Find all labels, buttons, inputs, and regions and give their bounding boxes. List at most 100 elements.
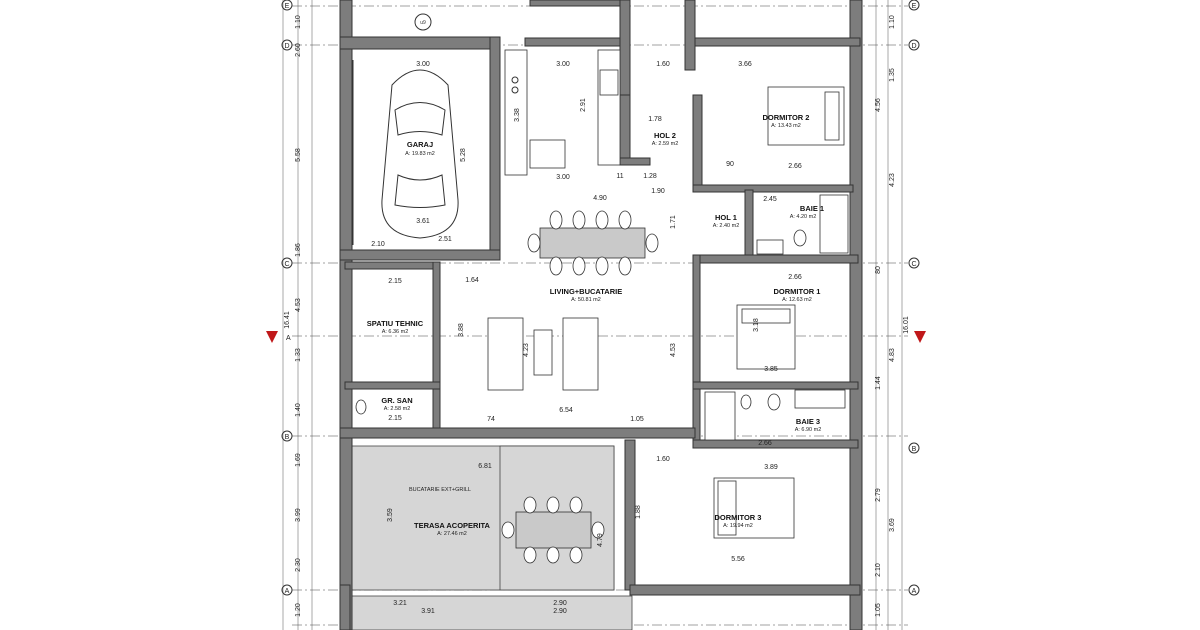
svg-text:5.56: 5.56 (731, 556, 745, 563)
room-area-baie1: A: 4.20 m2 (790, 214, 817, 220)
grid-bubble-right-d: D (911, 43, 916, 50)
car-outline (352, 60, 459, 245)
interior-dimensions: 3.00 3.00 3.66 3.00 4.90 1.90 2.45 3.61 … (371, 61, 802, 615)
svg-text:3.89: 3.89 (764, 464, 778, 471)
dim-right-9: 3.69 (889, 518, 896, 532)
svg-text:3.91: 3.91 (421, 608, 435, 615)
dining-set-terrace (501, 496, 605, 564)
dim-right-1: 1.10 (889, 15, 896, 29)
dim-left-9: 3.99 (295, 508, 302, 522)
dim-left-6: 1.33 (295, 348, 302, 362)
svg-text:2.15: 2.15 (388, 278, 402, 285)
grid-bubble-left-e: E (285, 3, 290, 10)
dim-left-2: 2.60 (295, 43, 302, 57)
room-area-baie3: A: 6.90 m2 (795, 427, 822, 433)
room-area-gr-san: A: 2.58 m2 (384, 406, 411, 412)
dim-right-3: 4.56 (875, 98, 882, 112)
svg-text:4.23: 4.23 (523, 343, 530, 357)
top-tag-circle (414, 13, 432, 31)
top-tag: u9 (420, 20, 426, 26)
dim-right-6: 4.83 (889, 348, 896, 362)
room-area-dormitor3: A: 19.94 m2 (723, 523, 753, 529)
room-label-terasa: TERASA ACOPERITA (414, 521, 491, 530)
grid-bubble-left-a: A (285, 588, 290, 595)
grid-bubble-left-b: B (285, 434, 290, 441)
svg-text:2.66: 2.66 (788, 274, 802, 281)
svg-text:4.79: 4.79 (597, 533, 604, 547)
svg-text:1.90: 1.90 (651, 188, 665, 195)
svg-text:4.90: 4.90 (593, 195, 607, 202)
svg-text:3.59: 3.59 (387, 508, 394, 522)
room-label-bucatarie-ext: BUCATARIE EXT+GRILL (409, 487, 471, 493)
grid-bubble-left-c: C (284, 261, 289, 268)
dim-left-3: 5.58 (295, 148, 302, 162)
svg-text:2.91: 2.91 (580, 98, 587, 112)
svg-text:2.45: 2.45 (763, 196, 777, 203)
dim-left-10: 2.30 (295, 558, 302, 572)
room-area-spatiu-tehnic: A: 6.36 m2 (382, 329, 409, 335)
svg-text:5.28: 5.28 (460, 148, 467, 162)
svg-text:4.53: 4.53 (670, 343, 677, 357)
dim-left-7: 1.40 (295, 403, 302, 417)
svg-text:3.66: 3.66 (738, 61, 752, 68)
section-marker-left (266, 331, 278, 343)
room-label-spatiu-tehnic: SPATIU TEHNIC (367, 319, 424, 328)
dim-right-5: 80 (875, 266, 882, 274)
svg-text:3.21: 3.21 (393, 600, 407, 607)
left-dimensions: 1.10 2.60 5.58 1.86 4.53 1.33 1.40 1.69 … (284, 15, 302, 617)
room-area-living: A: 50.81 m2 (571, 297, 601, 303)
dim-left-total: 16.41 (284, 311, 291, 329)
room-label-dormitor1: DORMITOR 1 (774, 287, 821, 296)
svg-text:1.78: 1.78 (648, 116, 662, 123)
svg-text:1.88: 1.88 (635, 505, 642, 519)
room-area-dormitor1: A: 12.63 m2 (782, 297, 812, 303)
svg-text:3.61: 3.61 (416, 218, 430, 225)
left-grid-bubbles: E D C B A (281, 0, 293, 596)
section-marker-right (914, 331, 926, 343)
svg-text:1.60: 1.60 (656, 61, 670, 68)
svg-text:74: 74 (487, 416, 495, 423)
room-label-hol2: HOL 2 (654, 131, 676, 140)
room-label-gr-san: GR. SAN (381, 396, 412, 405)
right-grid-bubbles: E D C B A (908, 0, 920, 596)
svg-text:2.66: 2.66 (788, 163, 802, 170)
room-label-garaj: GARAJ (407, 140, 433, 149)
terrace-bottom-strip (351, 595, 633, 630)
dim-left-5: 4.53 (295, 298, 302, 312)
living-sofas (487, 317, 599, 391)
svg-text:90: 90 (726, 161, 734, 168)
dim-right-11: 1.05 (875, 603, 882, 617)
beds (713, 86, 845, 539)
svg-text:2.51: 2.51 (438, 236, 452, 243)
room-area-garaj: A: 19.83 m2 (405, 151, 435, 157)
room-label-baie1: BAIE 1 (800, 204, 824, 213)
section-marker-label: A (286, 335, 291, 342)
dim-right-4: 4.23 (889, 173, 896, 187)
dim-left-1: 1.10 (295, 15, 302, 29)
svg-text:2.90: 2.90 (553, 600, 567, 607)
walls (339, 0, 863, 630)
svg-text:1.05: 1.05 (630, 416, 644, 423)
svg-text:1.28: 1.28 (643, 173, 657, 180)
room-label-baie3: BAIE 3 (796, 417, 820, 426)
room-area-hol2: A: 2.59 m2 (652, 141, 679, 147)
svg-text:1.71: 1.71 (670, 215, 677, 229)
dim-right-total: 16.01 (903, 316, 910, 334)
bathroom-fixtures (355, 194, 849, 441)
room-area-hol1: A: 2.40 m2 (713, 223, 740, 229)
dim-left-11: 1.20 (295, 603, 302, 617)
svg-text:3.00: 3.00 (416, 61, 430, 68)
right-dimensions: 1.10 1.35 4.56 4.23 80 4.83 1.44 2.79 3.… (875, 15, 910, 617)
dim-right-2: 1.35 (889, 68, 896, 82)
svg-text:2.66: 2.66 (758, 440, 772, 447)
dining-set-living (527, 210, 659, 276)
dim-left-8: 1.69 (295, 453, 302, 467)
grid-bubble-right-e: E (912, 3, 917, 10)
svg-text:3.88: 3.88 (458, 323, 465, 337)
room-area-terasa: A: 27.46 m2 (437, 531, 467, 537)
svg-text:3.85: 3.85 (764, 366, 778, 373)
kitchen-counters (504, 49, 621, 176)
svg-text:2.15: 2.15 (388, 415, 402, 422)
svg-text:2.90: 2.90 (553, 608, 567, 615)
